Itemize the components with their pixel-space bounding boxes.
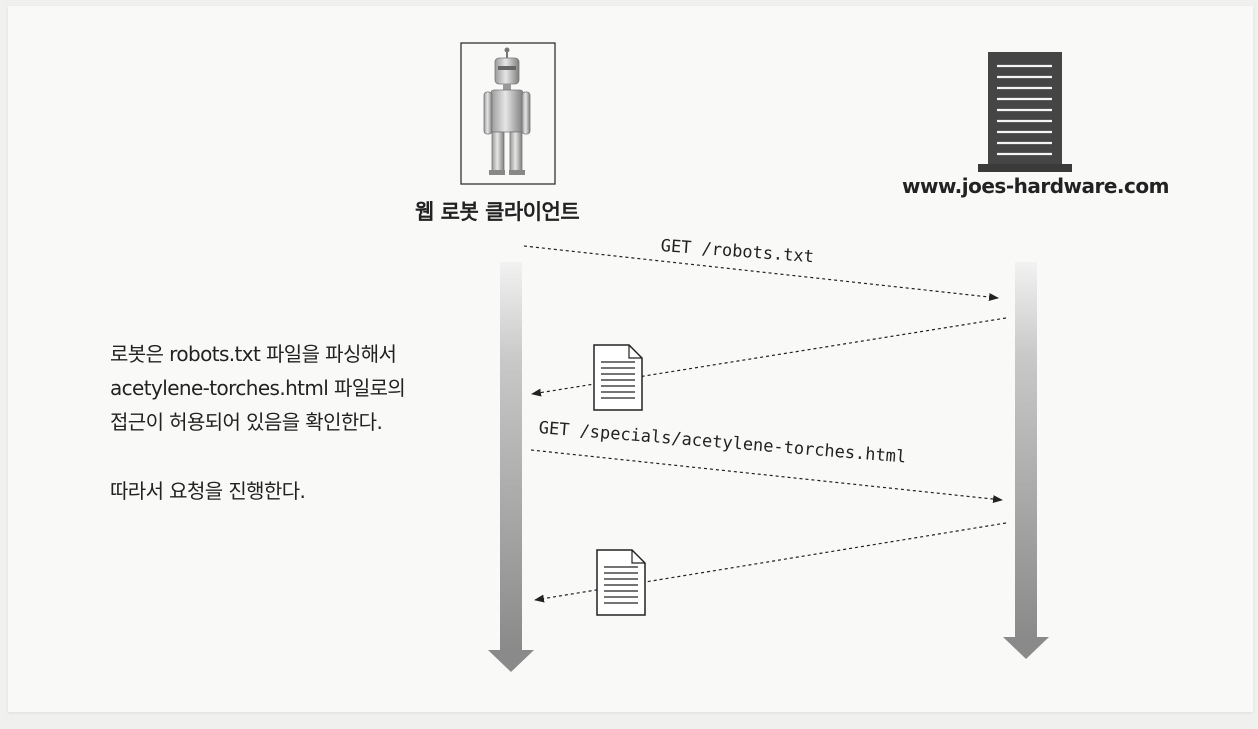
note-line: 접근이 허용되어 있음을 확인한다. — [110, 410, 383, 434]
note-line: 로봇은 robots.txt 파일을 파싱해서 — [110, 342, 397, 366]
request-arrow-page — [530, 449, 1003, 504]
client-label: 웹 로봇 클라이언트 — [415, 200, 580, 224]
server-label: www.joes-hardware.com — [902, 174, 1169, 198]
robot-icon — [460, 42, 556, 185]
parse-note: 로봇은 robots.txt 파일을 파싱해서 acetylene-torche… — [110, 337, 406, 439]
server-lifeline — [1003, 262, 1049, 659]
response-arrow-robots — [531, 317, 1007, 397]
proceed-note: 따라서 요청을 진행한다. — [110, 479, 306, 503]
server-icon — [978, 52, 1072, 172]
document-icon — [596, 549, 646, 616]
client-lifeline — [488, 262, 534, 672]
request-arrow-robots — [523, 245, 999, 301]
note-line: acetylene-torches.html 파일로의 — [110, 376, 406, 400]
document-icon — [593, 344, 643, 411]
